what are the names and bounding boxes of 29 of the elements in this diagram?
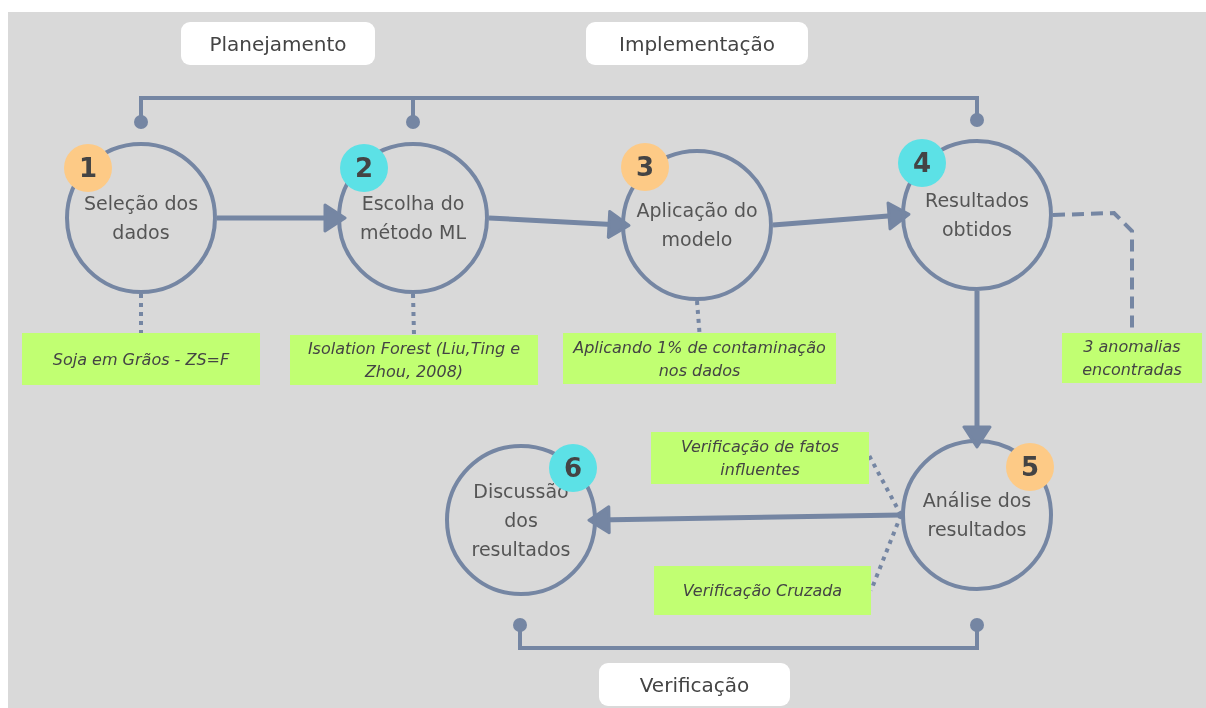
arrow	[587, 505, 902, 535]
note-label: 3 anomalias encontradas	[1062, 333, 1202, 383]
arrow	[217, 203, 347, 233]
leader-line	[867, 454, 903, 516]
step-circle	[445, 444, 597, 596]
step-label: Resultados obtidos	[924, 188, 1030, 242]
arrow	[772, 201, 911, 231]
note-label: Verificação Cruzada	[654, 566, 871, 615]
note-label: Soja em Grãos - ZS=F	[22, 333, 260, 385]
leader-line	[411, 293, 416, 336]
step-label: Discussão dos resultados	[470, 478, 572, 562]
phase-label: Implementação	[586, 22, 808, 65]
phase-label: Verificação	[599, 663, 790, 706]
step-label: Seleção dos dados	[82, 191, 200, 245]
step-label: Escolha do método ML	[359, 191, 467, 245]
leader-line	[139, 294, 143, 333]
step-circle	[901, 439, 1053, 591]
arrow	[962, 291, 992, 449]
step-circle	[901, 139, 1053, 291]
phase-label: Planejamento	[181, 22, 375, 65]
note-label: Aplicando 1% de contaminação nos dados	[563, 333, 836, 384]
note-label: Isolation Forest (Liu,Ting e Zhou, 2008)	[290, 335, 538, 385]
leader-line	[695, 300, 702, 334]
arrow	[488, 209, 631, 239]
step-label: Análise dos resultados	[921, 488, 1033, 542]
step-circle	[337, 142, 489, 294]
step-label: Aplicação do modelo	[635, 198, 759, 252]
step-circle	[65, 142, 217, 294]
note-label: Verificação de fatos influentes	[651, 432, 869, 484]
